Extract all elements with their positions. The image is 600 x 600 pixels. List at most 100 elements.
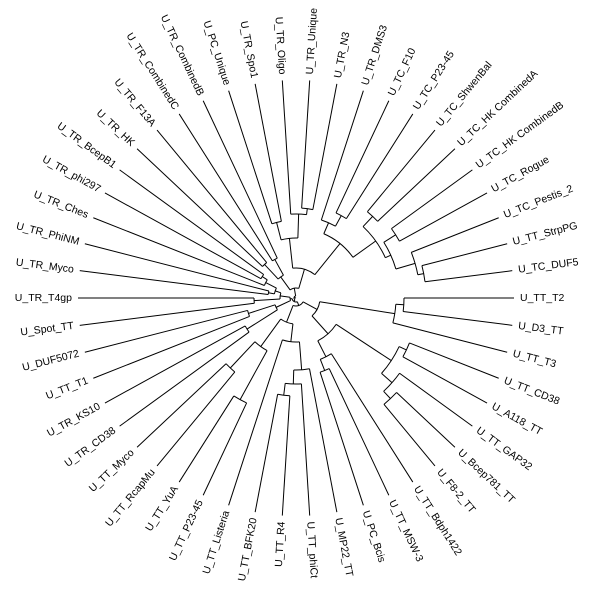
leaf-branch xyxy=(403,311,513,326)
leaf-branch xyxy=(79,270,269,295)
leaf-branch xyxy=(320,90,364,221)
internal-branch xyxy=(352,240,377,258)
internal-branch xyxy=(323,222,330,234)
leaf-branch xyxy=(300,383,311,516)
leaf-branch xyxy=(399,372,473,427)
internal-branch xyxy=(311,315,329,335)
internal-branch xyxy=(319,301,395,315)
internal-branch xyxy=(288,238,294,269)
internal-branch xyxy=(417,273,424,276)
leaf-branch xyxy=(79,302,255,326)
internal-branch xyxy=(275,290,282,294)
internal-branch xyxy=(335,323,392,362)
leaf-branch xyxy=(93,315,250,379)
leaf-label: U_TC_F10 xyxy=(386,46,419,98)
internal-branch xyxy=(297,214,300,239)
leaf-branch xyxy=(281,395,291,516)
internal-branch xyxy=(283,383,286,396)
leaf-branch xyxy=(281,80,292,215)
tree-arc xyxy=(320,353,332,360)
internal-branch xyxy=(280,295,291,298)
internal-branch xyxy=(395,303,404,306)
leaf-branch xyxy=(156,129,268,263)
tree-arc xyxy=(381,346,400,374)
tree-arc xyxy=(247,310,250,317)
leaf-label: U_TT_MSW-3 xyxy=(386,498,425,564)
leaf-branch xyxy=(392,322,508,353)
tree-arc xyxy=(263,279,268,286)
internal-branch xyxy=(383,390,391,399)
internal-branch xyxy=(268,292,275,295)
leaf-branch xyxy=(402,356,488,404)
internal-branch xyxy=(260,318,282,347)
leaf-branch xyxy=(178,395,235,483)
leaf-label: U_TC_DUF5 xyxy=(517,256,579,276)
leaf-label: U_TR_DMS3 xyxy=(359,24,390,87)
internal-branch xyxy=(274,259,284,276)
leaf-branch xyxy=(421,243,508,267)
internal-branch xyxy=(319,359,326,371)
tree-arc xyxy=(273,287,277,294)
tree-arc xyxy=(301,207,313,211)
tree-branches xyxy=(78,80,514,516)
leaf-branch xyxy=(136,148,263,267)
tree-arc xyxy=(383,372,400,392)
leaf-label: U_TT_Listeria xyxy=(200,509,232,576)
leaf-label: U_D3_TT xyxy=(518,320,565,338)
leaf-label: U_TR_KS10 xyxy=(45,400,103,439)
leaf-label: U_TR_F13A xyxy=(112,76,158,129)
internal-branch xyxy=(296,301,300,306)
leaf-label: U_F8-2_TT xyxy=(434,467,478,516)
tree-arc xyxy=(233,395,247,404)
leaf-label: U_TR_T4gp xyxy=(15,292,72,304)
leaf-branch xyxy=(312,83,338,210)
leaf-branch xyxy=(319,372,364,506)
leaf-label: U_Spot_TT xyxy=(20,320,75,339)
leaf-label: U_TT_P23-45 xyxy=(167,498,206,563)
tree-arc xyxy=(260,274,265,279)
internal-branch xyxy=(229,341,256,369)
tree-arc xyxy=(335,212,347,220)
internal-branch xyxy=(290,323,294,342)
leaf-branch xyxy=(254,83,282,222)
tree-arc xyxy=(277,274,284,280)
leaf-branch xyxy=(93,217,265,286)
leaf-branch xyxy=(308,368,338,513)
leaf-label: U_TC_Pestis_2 xyxy=(502,183,575,221)
internal-branch xyxy=(276,222,282,241)
tree-arc xyxy=(289,287,299,291)
leaf-branch xyxy=(228,90,273,224)
leaf-label: U_TR_PhiNM xyxy=(15,220,81,248)
leaf-branch xyxy=(377,148,456,222)
internal-branch xyxy=(314,243,341,275)
leaf-label: U_TT_phiCt xyxy=(304,521,320,578)
leaf-branch xyxy=(228,339,283,506)
leaf-branch xyxy=(328,368,390,496)
tree-leaf-labels: U_TT_T2U_D3_TTU_TT_T3U_TT_CD38U_A118_TTU… xyxy=(15,7,580,582)
internal-branch xyxy=(362,216,374,227)
leaf-branch xyxy=(119,331,250,427)
leaf-label: U_TC_Rogue xyxy=(489,154,551,196)
tree-arc xyxy=(367,211,379,222)
leaf-branch xyxy=(396,392,456,448)
internal-branch xyxy=(335,215,342,227)
leaf-label: U_PC_Bcis xyxy=(360,509,388,564)
leaf-branch xyxy=(335,100,390,214)
leaf-label: U_TR_Myco xyxy=(15,256,75,275)
leaf-label: U_TT_R4 xyxy=(273,521,288,567)
leaf-label: U_TT_T2 xyxy=(520,292,565,304)
leaf-branch xyxy=(301,80,311,209)
leaf-branch xyxy=(330,353,414,483)
leaf-label: U_TR_Ches xyxy=(32,188,90,220)
internal-branch xyxy=(254,298,281,302)
internal-branch xyxy=(298,341,303,370)
leaf-branch xyxy=(119,169,264,275)
leaf-label: U_TT_CD38 xyxy=(502,375,561,408)
internal-branch xyxy=(264,264,279,280)
leaf-branch xyxy=(424,270,513,283)
internal-branch xyxy=(265,282,277,289)
tree-arc xyxy=(289,297,292,301)
internal-branch xyxy=(398,346,407,351)
leaf-label: U_TR_Spo1 xyxy=(238,20,261,79)
